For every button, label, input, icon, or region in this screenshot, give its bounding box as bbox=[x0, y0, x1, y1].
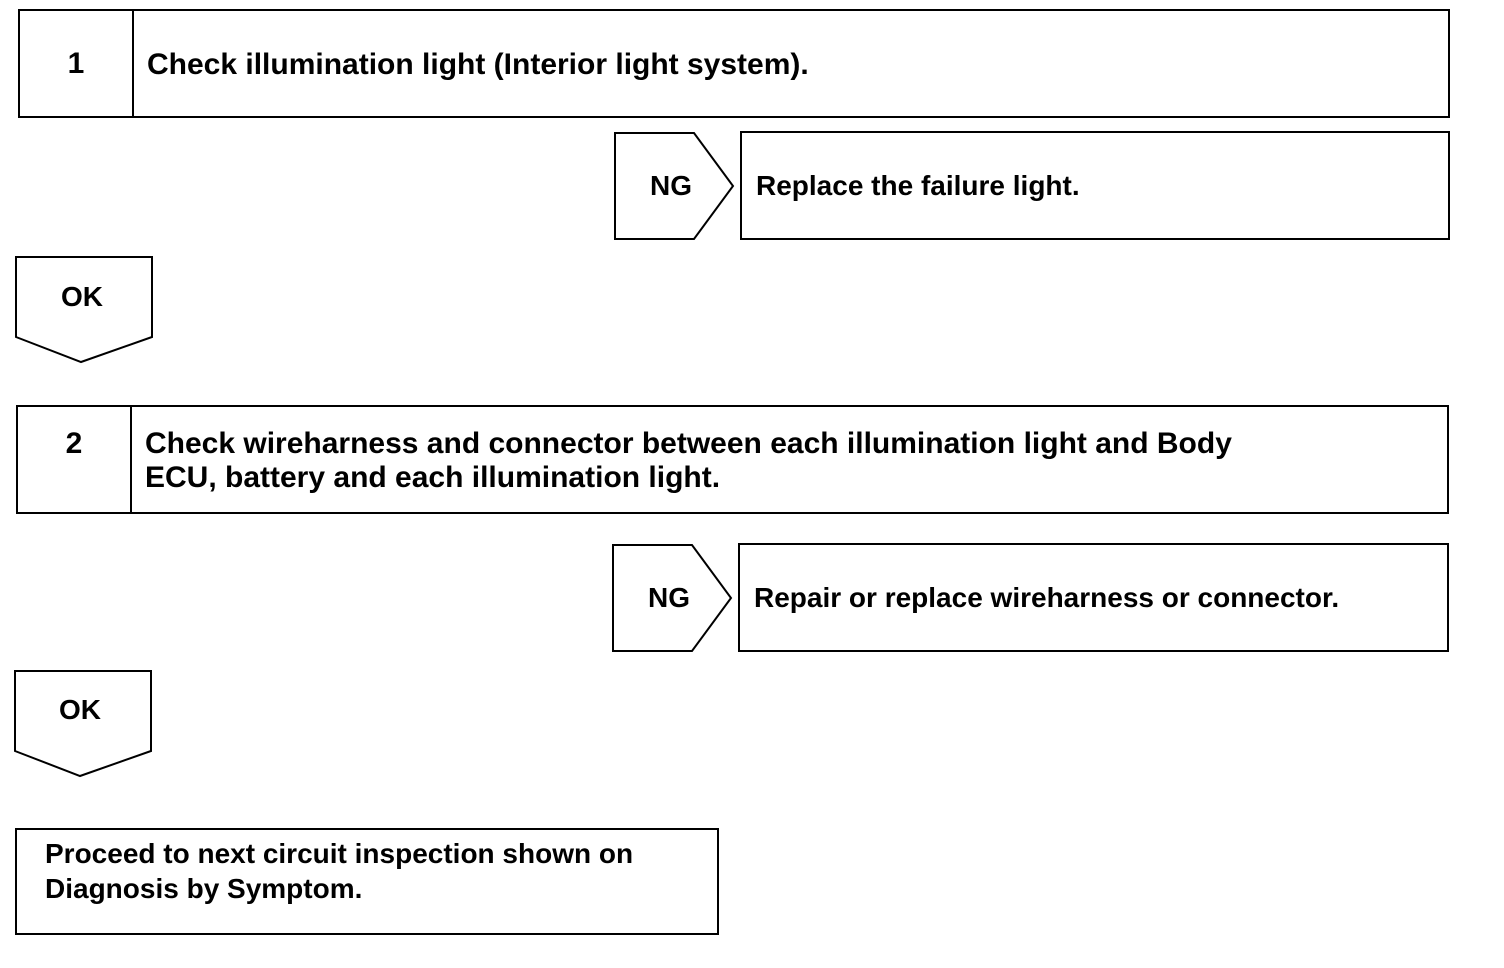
step-1-ok-label: OK bbox=[61, 281, 103, 312]
step-2-ng-result-box: Repair or replace wireharness or connect… bbox=[738, 543, 1449, 652]
step-1-ng-result-text: Replace the failure light. bbox=[756, 170, 1080, 201]
step-1-ng-label: NG bbox=[650, 170, 692, 201]
step-1-box: 1 Check illumination light (Interior lig… bbox=[18, 9, 1450, 118]
step-2-box: 2 Check wireharness and connector betwee… bbox=[16, 405, 1449, 514]
step-2-ok-label: OK bbox=[59, 694, 101, 725]
step-2-ng-label: NG bbox=[648, 582, 690, 613]
step-2-number: 2 bbox=[18, 407, 132, 512]
step-1-ng-result-box: Replace the failure light. bbox=[740, 131, 1450, 240]
final-instruction-box: Proceed to next circuit inspection shown… bbox=[15, 828, 719, 935]
step-2-ng-result-text: Repair or replace wireharness or connect… bbox=[754, 582, 1340, 613]
step-2-ok-tag bbox=[14, 670, 152, 778]
step-1-ok-tag bbox=[15, 256, 153, 364]
step-1-number: 1 bbox=[20, 11, 134, 116]
final-instruction-line-1: Proceed to next circuit inspection shown… bbox=[45, 838, 634, 869]
final-instruction-line-2: Diagnosis by Symptom. bbox=[45, 873, 363, 904]
step-1-text: Check illumination light (Interior light… bbox=[147, 48, 809, 81]
step-2-ng-tag bbox=[612, 544, 733, 652]
step-1-ng-tag bbox=[614, 132, 735, 240]
step-2-text-line-1: Check wireharness and connector between … bbox=[145, 427, 1232, 460]
step-2-text-line-2: ECU, battery and each illumination light… bbox=[145, 461, 721, 494]
